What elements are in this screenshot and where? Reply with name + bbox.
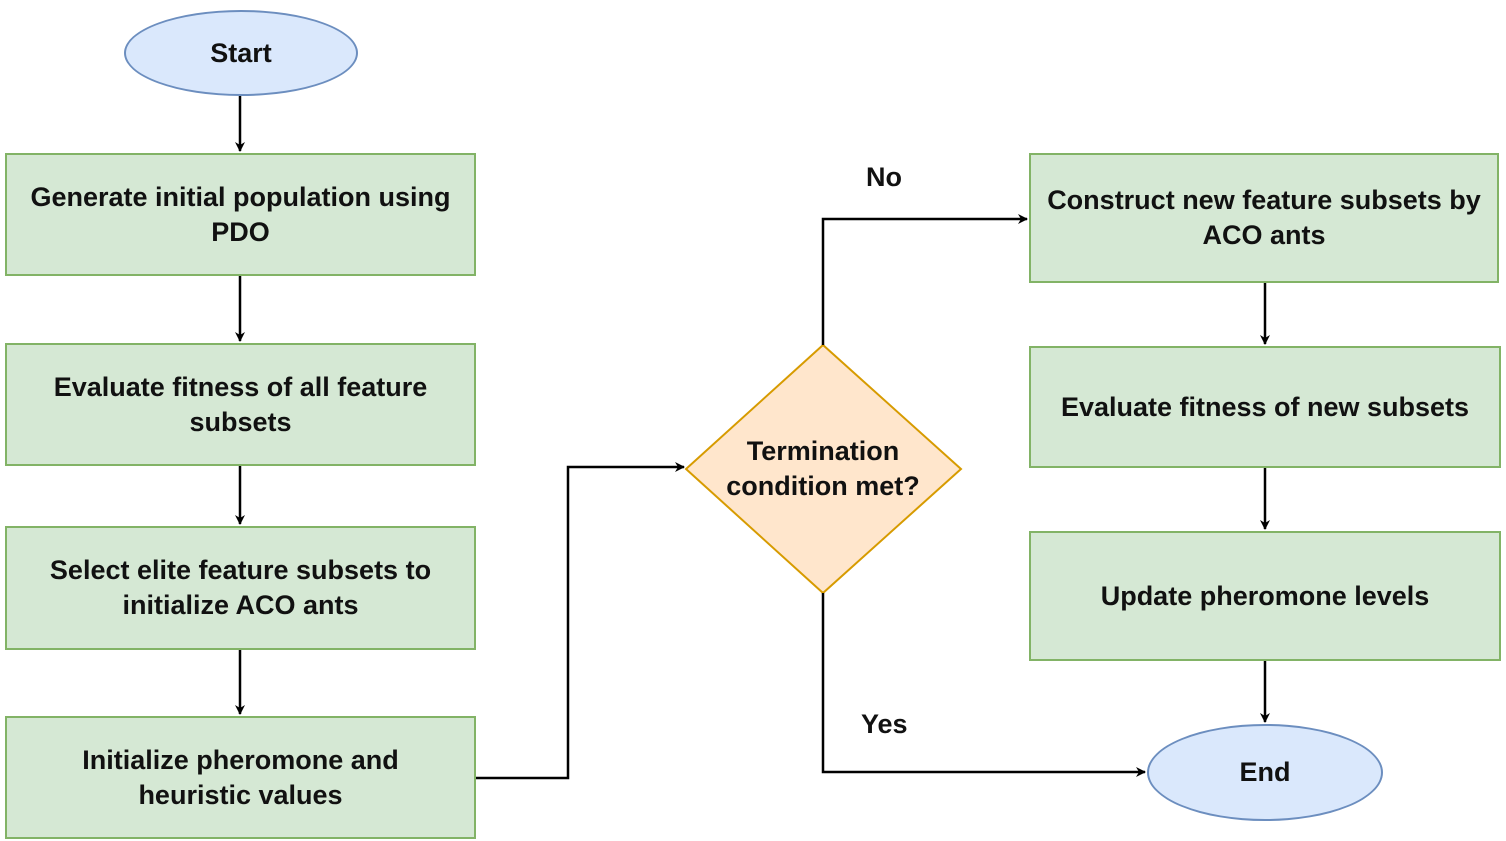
evaluate-fitness-all-step: Evaluate fitness of all feature subsets [5, 343, 476, 466]
evaluate-new-subsets-step: Evaluate fitness of new subsets [1029, 346, 1501, 468]
generate-population-step: Generate initial population using PDO [5, 153, 476, 276]
arrow-yes-to-end [821, 593, 1146, 777]
yes-branch-label: Yes [861, 709, 908, 739]
select-elite-step: Select elite feature subsets to initiali… [5, 526, 476, 650]
arrow-initialize-to-termination [476, 462, 685, 780]
arrow-no-to-construct [821, 214, 1028, 345]
update-pheromone-step: Update pheromone levels [1029, 531, 1501, 661]
construct-subsets-step: Construct new feature subsets by ACO ant… [1029, 153, 1499, 283]
end-terminal: End [1147, 724, 1383, 821]
initialize-pheromone-step: Initialize pheromone and heuristic value… [5, 716, 476, 839]
start-terminal: Start [124, 10, 358, 96]
termination-decision-label: Termination condition met? [726, 436, 920, 501]
no-branch-label: No [866, 162, 902, 192]
